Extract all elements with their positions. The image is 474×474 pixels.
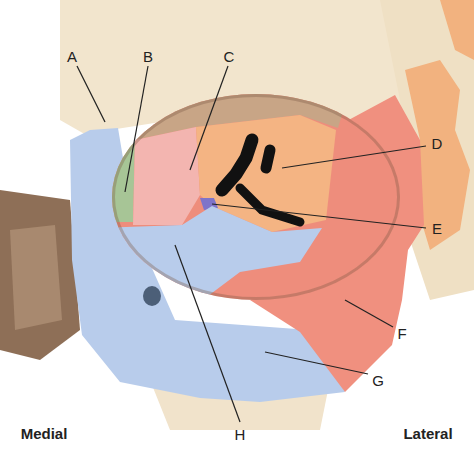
callout-letter: A	[67, 49, 77, 64]
orientation-label: Medial	[21, 426, 68, 441]
callout-letter: F	[397, 326, 406, 341]
callout-letter: D	[432, 136, 443, 151]
callout-letter: C	[224, 49, 235, 64]
callout-letter: G	[372, 373, 384, 388]
orientation-label: Lateral	[403, 426, 452, 441]
callout-letter: H	[235, 427, 246, 442]
callout-letter: E	[432, 221, 442, 236]
callout-letter: B	[143, 49, 153, 64]
